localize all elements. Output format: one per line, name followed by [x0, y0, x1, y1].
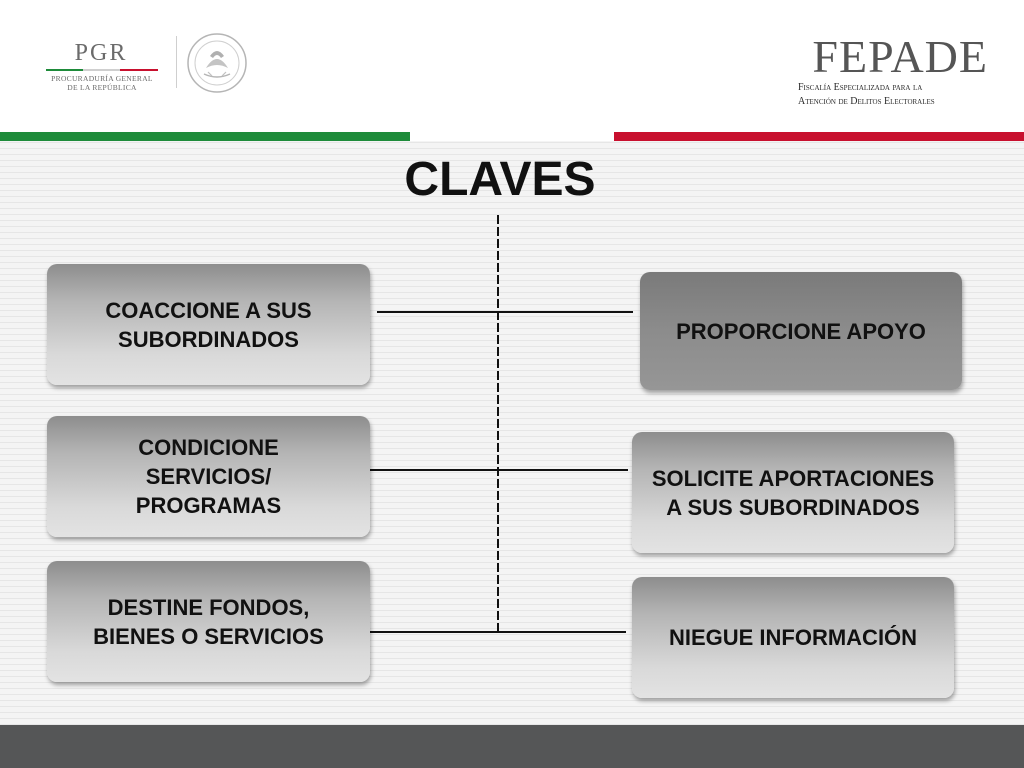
fepade-logo-subtitle-line1: Fiscalía Especializada para la	[798, 82, 923, 93]
header: PGR PROCURADURÍA GENERAL DE LA REPÚBLICA…	[0, 0, 1024, 132]
box-left-1: COACCIONE A SUS SUBORDINADOS	[47, 264, 370, 385]
red-stripe	[614, 132, 1024, 141]
fepade-logo-title: FEPADE	[812, 31, 988, 82]
fepade-logo-subtitle-line2: Atención de Delitos Electorales	[798, 96, 935, 107]
pgr-logo: PGR PROCURADURÍA GENERAL DE LA REPÚBLICA	[46, 40, 166, 92]
box-right-3: NIEGUE INFORMACIÓN	[632, 577, 954, 698]
box-left-2: CONDICIONE SERVICIOS/ PROGRAMAS	[47, 416, 370, 537]
box-label: COACCIONE A SUS SUBORDINADOS	[105, 297, 312, 352]
logo-divider	[176, 36, 177, 88]
box-label: CONDICIONE SERVICIOS/ PROGRAMAS	[135, 435, 282, 518]
pgr-logo-subtitle-line1: PROCURADURÍA GENERAL	[51, 74, 153, 83]
pgr-logo-rule	[46, 69, 158, 71]
pgr-logo-title: PGR	[74, 40, 128, 66]
fepade-logo: FEPADE Fiscalía Especializada para la At…	[788, 34, 988, 108]
green-stripe	[0, 132, 410, 141]
box-right-1: PROPORCIONE APOYO	[640, 272, 962, 390]
box-label: PROPORCIONE APOYO	[676, 318, 926, 344]
footer-bar	[0, 725, 1024, 768]
box-right-2: SOLICITE APORTACIONES A SUS SUBORDINADOS	[632, 432, 954, 553]
box-left-3: DESTINE FONDOS, BIENES O SERVICIOS	[47, 561, 370, 682]
pgr-logo-subtitle-line2: DE LA REPÚBLICA	[67, 83, 137, 92]
mexican-coat-of-arms-seal-icon	[187, 33, 247, 93]
box-label: DESTINE FONDOS, BIENES O SERVICIOS	[93, 594, 324, 649]
diagram-title: CLAVES	[404, 153, 596, 206]
box-label: SOLICITE APORTACIONES A SUS SUBORDINADOS	[651, 465, 935, 520]
box-label: NIEGUE INFORMACIÓN	[668, 625, 918, 650]
